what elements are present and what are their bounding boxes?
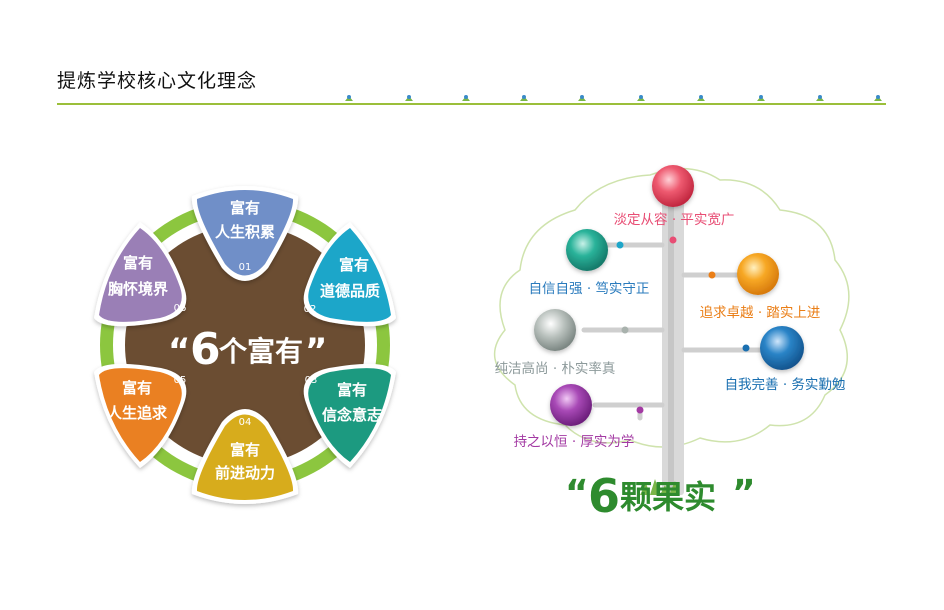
petal-03: 富有 信念意志 03 [303, 363, 396, 468]
tree-title: “ 6 颗果实 ” [565, 469, 756, 523]
center-quote-open: “ [168, 331, 190, 371]
petal-number: 03 [305, 375, 318, 386]
petal-06: 富有 胸怀境界 06 [94, 222, 187, 327]
center-number: 6 [190, 324, 221, 375]
fruit-5-ball [760, 326, 804, 370]
petal-02: 富有 道德品质 02 [304, 222, 396, 327]
petal-line2: 前进动力 [215, 464, 275, 482]
petal-number: 04 [239, 417, 252, 428]
petal-number: 05 [174, 375, 187, 386]
petal-number: 01 [239, 262, 252, 273]
wheel-diagram: 富有 人生积累 01 富有 道德品质 02 富有 信念意志 03 04 富有 前… [94, 186, 396, 504]
sprout-decorations [345, 95, 882, 101]
fruit-6-label: 持之以恒 · 厚实为学 [514, 434, 635, 450]
petal-line1: 富有 [122, 379, 152, 397]
petal-fill [99, 368, 182, 462]
petal-fill [99, 228, 182, 322]
petal-line2: 人生追求 [107, 404, 168, 422]
wheel-center-title: “ 6 个富有 ” [168, 324, 327, 375]
petal-number: 02 [304, 304, 317, 315]
fruit-5-label: 自我完善 · 务实勤勉 [725, 377, 846, 393]
fruit-3-label: 追求卓越 · 踏实上进 [700, 305, 821, 321]
fruit-3-ball [737, 253, 779, 295]
header-divider [57, 95, 886, 105]
fruit-4-label: 纯洁高尚 · 朴实率真 [495, 360, 616, 377]
petal-fill [308, 368, 391, 462]
tree-title-number: 6 [588, 469, 620, 523]
page-title: 提炼学校核心文化理念 [57, 70, 258, 92]
fruit-2-label: 自信自强 · 笃实守正 [529, 280, 650, 297]
branch-joints [616, 236, 750, 414]
petal-line1: 富有 [339, 256, 369, 274]
wheel-center-disk [125, 225, 365, 465]
petal-line1: 富有 [230, 441, 260, 459]
petal-04: 04 富有 前进动力 [191, 409, 299, 504]
center-text: 个富有 [219, 335, 303, 368]
fruit-1-ball [652, 165, 694, 207]
petal-05: 富有 人生追求 05 [94, 363, 187, 468]
petal-line1: 富有 [123, 254, 153, 272]
petal-line2: 信念意志 [322, 406, 382, 424]
petal-line2: 胸怀境界 [108, 280, 168, 298]
fruit-2-ball [566, 229, 608, 271]
fruit-4-ball [534, 309, 576, 351]
petal-fill [196, 414, 294, 500]
fruit-1-label: 淡定从容 · 平实宽广 [614, 211, 735, 228]
fruit-6-ball [550, 384, 592, 426]
grass-decoration [640, 479, 679, 495]
petal-line2: 人生积累 [215, 223, 275, 241]
tree-diagram: 淡定从容 · 平实宽广 自信自强 · 笃实守正 追求卓越 · 踏实上进 纯洁高尚… [493, 165, 850, 523]
petal-line1: 富有 [337, 381, 367, 399]
tree-trunk-stripe [668, 195, 674, 495]
petal-line2: 道德品质 [320, 282, 380, 300]
petal-01: 富有 人生积累 01 [191, 186, 299, 281]
petal-number: 06 [174, 303, 187, 314]
petal-line1: 富有 [230, 199, 260, 217]
tree-title-text: 颗果实 [620, 478, 716, 516]
tree-quote-open: “ [565, 473, 589, 514]
petal-fill [196, 190, 294, 276]
center-quote-close: ” [305, 331, 327, 371]
tree-quote-close: ” [732, 473, 756, 514]
petal-fill [308, 228, 391, 322]
